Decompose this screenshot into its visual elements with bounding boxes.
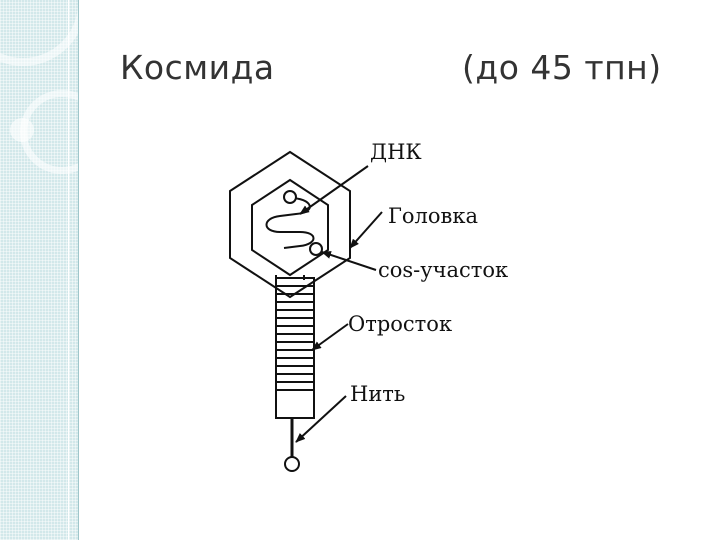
tail-sheath xyxy=(275,277,315,419)
sidebar-decoration xyxy=(0,0,79,540)
dna-end-top xyxy=(283,190,297,204)
head-outer-hexagon xyxy=(229,150,351,299)
head-inner-hexagon xyxy=(251,178,329,277)
sidebar-edge-line xyxy=(68,0,69,540)
decorative-dot xyxy=(10,118,34,142)
label-head: Головка xyxy=(388,204,478,228)
label-dna: ДНК xyxy=(370,140,422,164)
arrow-tail xyxy=(311,323,349,351)
label-tail: Отросток xyxy=(348,312,453,336)
tail-stripes xyxy=(276,285,314,391)
slide-title-size: (до 45 тпн) xyxy=(462,48,662,87)
label-fiber: Нить xyxy=(350,382,406,406)
decorative-circle xyxy=(0,0,78,66)
cos-site-circle xyxy=(309,242,323,256)
label-cos-site: cos-участок xyxy=(378,258,509,282)
fiber-end xyxy=(284,456,300,472)
arrow-cos xyxy=(321,251,377,271)
slide-title: Космида xyxy=(120,48,275,87)
arrow-head xyxy=(349,211,383,249)
phage-drawing xyxy=(229,150,383,472)
arrow-fiber xyxy=(295,395,347,443)
arrow-dna xyxy=(299,165,369,215)
dna-coil xyxy=(265,197,315,249)
phage-diagram: ДНК Головка cos-участок Отросток Нить xyxy=(200,120,540,480)
